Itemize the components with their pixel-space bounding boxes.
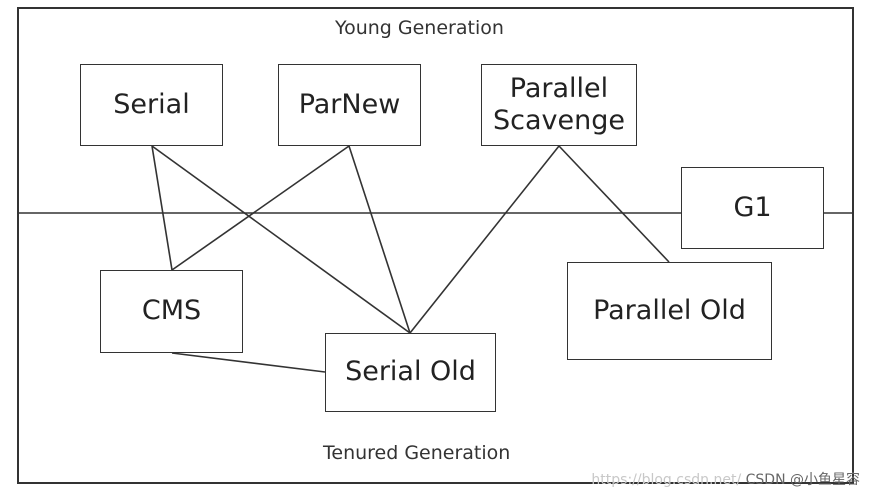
young-generation-label: Young Generation bbox=[335, 17, 504, 39]
watermark-brand: CSDN @小鱼星容 bbox=[745, 472, 860, 488]
watermark-url: https://blog.csdn.net/ bbox=[591, 472, 742, 488]
parallel-scavenge-collector: Parallel Scavenge bbox=[481, 64, 637, 146]
parnew-collector: ParNew bbox=[278, 64, 421, 146]
parallel-old-collector: Parallel Old bbox=[567, 262, 772, 360]
link-parallelscavenge-serialold bbox=[409, 145, 560, 334]
link-parnew-serialold bbox=[348, 145, 411, 334]
cms-collector: CMS bbox=[100, 270, 243, 353]
watermark: https://blog.csdn.net/ CSDN @小鱼星容 bbox=[591, 469, 860, 489]
link-cms-serialold bbox=[171, 352, 326, 373]
g1-collector: G1 bbox=[681, 167, 824, 249]
serial-old-collector: Serial Old bbox=[325, 333, 496, 412]
tenured-generation-label: Tenured Generation bbox=[323, 442, 511, 464]
heap-frame bbox=[17, 7, 854, 484]
link-serial-serialold bbox=[151, 145, 411, 334]
link-parnew-cms bbox=[171, 145, 350, 271]
link-serial-cms bbox=[151, 145, 173, 271]
serial-collector: Serial bbox=[80, 64, 223, 146]
link-parallelscavenge-parallelold bbox=[558, 145, 670, 263]
